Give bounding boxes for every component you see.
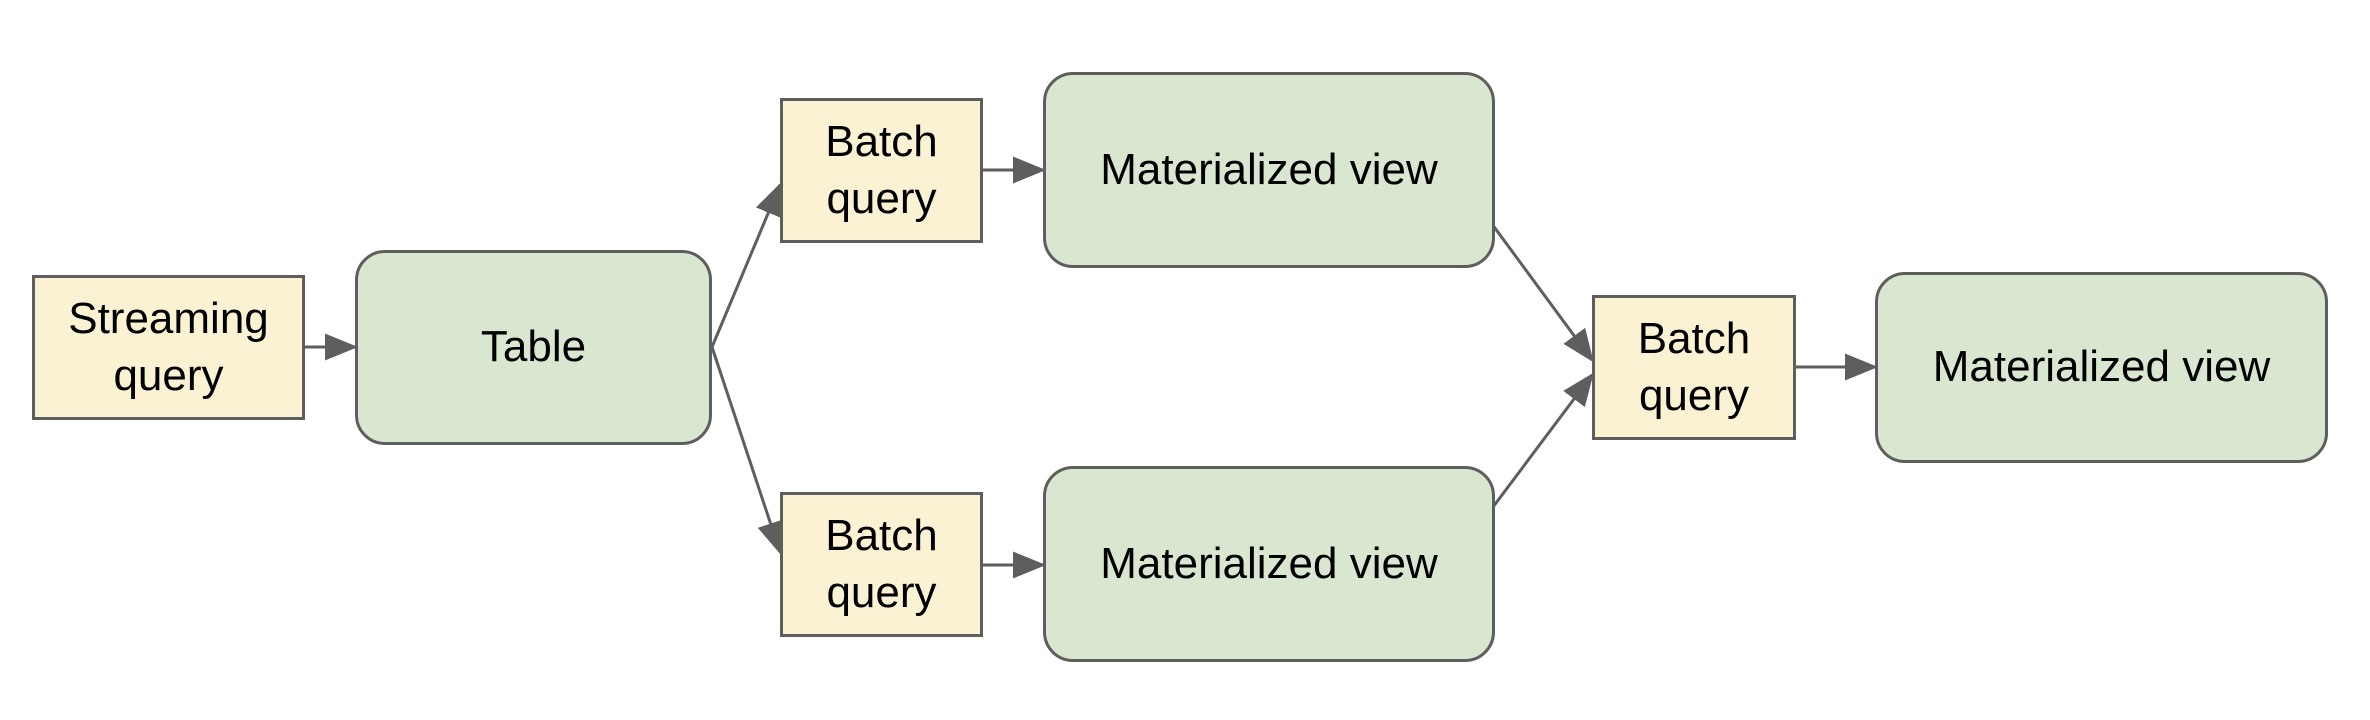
edge-materialized-view-bottom-to-batch-query-merge: [1476, 372, 1594, 528]
node-materialized-view-final-label: Materialized view: [1932, 342, 2271, 392]
node-streaming-query[interactable]: Streaming query: [32, 275, 305, 420]
node-streaming-query-label: Streaming query: [68, 294, 269, 400]
node-batch-query-merge[interactable]: Batch query: [1592, 295, 1796, 440]
node-batch-query-bottom[interactable]: Batch query: [780, 492, 983, 637]
node-batch-query-bottom-label: Batch query: [825, 511, 938, 617]
edge-materialized-view-top-to-batch-query-merge: [1476, 204, 1594, 363]
edge-table-to-batch-query-top: [710, 182, 782, 348]
node-materialized-view-top[interactable]: Materialized view: [1043, 72, 1495, 268]
node-materialized-view-bottom[interactable]: Materialized view: [1043, 466, 1495, 662]
node-batch-query-merge-label: Batch query: [1637, 314, 1751, 420]
edge-table-to-batch-query-bottom: [710, 346, 784, 555]
node-materialized-view-top-label: Materialized view: [1100, 144, 1438, 194]
node-batch-query-top[interactable]: Batch query: [780, 98, 983, 243]
node-table-label: Table: [480, 322, 587, 372]
node-materialized-view-bottom-label: Materialized view: [1100, 538, 1438, 588]
node-batch-query-top-label: Batch query: [825, 117, 938, 223]
node-table[interactable]: Table: [355, 250, 712, 445]
node-materialized-view-final[interactable]: Materialized view: [1875, 272, 2328, 463]
